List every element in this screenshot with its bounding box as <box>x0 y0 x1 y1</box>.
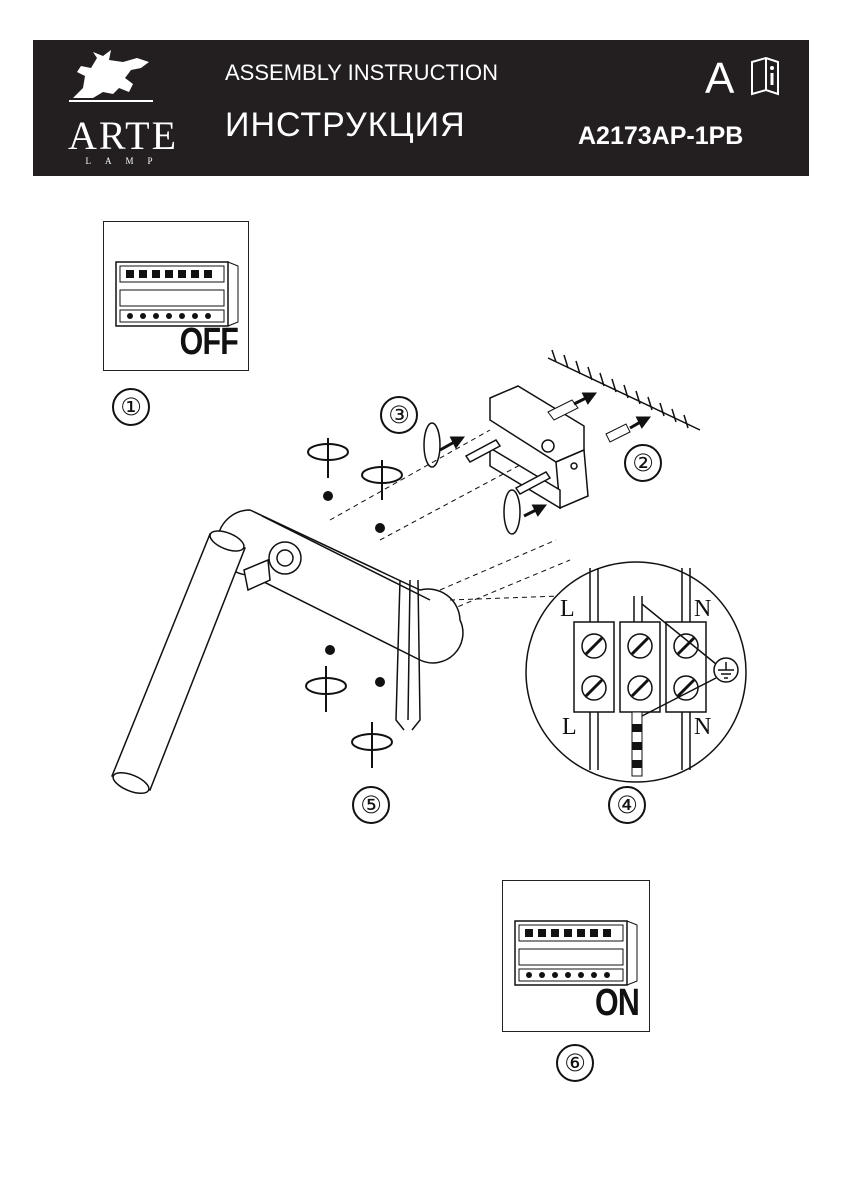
arte-lamp-logo: ARTE LAMP <box>51 48 176 168</box>
griffin-icon <box>69 50 153 102</box>
step-5-marker: ⑤ <box>352 786 390 824</box>
alignment-lines <box>329 429 571 611</box>
ground-symbol-icon <box>641 603 739 717</box>
step-4-marker: ④ <box>608 786 646 824</box>
washer <box>503 489 521 535</box>
breaker-box-icon <box>115 261 239 327</box>
neutral-label-top: N <box>694 596 712 622</box>
direction-arrows <box>439 392 651 518</box>
terminal-block <box>573 621 707 713</box>
mounting-screw <box>464 439 552 495</box>
screw-head <box>323 491 385 687</box>
info-book-icon <box>751 56 779 96</box>
supply-wires <box>395 579 421 731</box>
power-on-panel: ON <box>502 880 650 1032</box>
step-3-marker: ③ <box>380 396 418 434</box>
step-6-marker: ⑥ <box>556 1044 594 1082</box>
wall-hatching <box>547 349 701 431</box>
lamp-tube <box>111 530 302 795</box>
live-label-top: L <box>560 596 575 622</box>
detail-leader <box>449 595 561 601</box>
on-label: ON <box>595 982 640 1024</box>
breaker-box-icon <box>514 920 638 986</box>
wiring-detail <box>525 561 747 783</box>
step-1-marker: ① <box>112 388 150 426</box>
wall-dowel <box>547 399 631 443</box>
brand-name: ARTE <box>67 113 179 158</box>
title-english: ASSEMBLY INSTRUCTION <box>225 60 499 85</box>
title-russian: ИНСТРУКЦИЯ <box>225 106 466 144</box>
step-2-marker: ② <box>624 444 662 482</box>
model-number: A2173AP-1PB <box>578 122 744 150</box>
header-bar: ARTE LAMP ASSEMBLY INSTRUCTION ИНСТРУКЦИ… <box>33 40 809 176</box>
live-label-bottom: L <box>562 714 577 740</box>
washer <box>423 422 441 468</box>
mounting-bracket <box>489 385 589 510</box>
brand-subtitle: LAMP <box>85 156 167 166</box>
off-label: OFF <box>179 321 239 363</box>
earth-wire <box>631 711 643 777</box>
neutral-label-bottom: N <box>694 714 712 740</box>
rotate-arrow-icon <box>305 438 403 768</box>
category-letter: A <box>705 54 735 103</box>
power-off-panel: OFF <box>103 221 249 371</box>
